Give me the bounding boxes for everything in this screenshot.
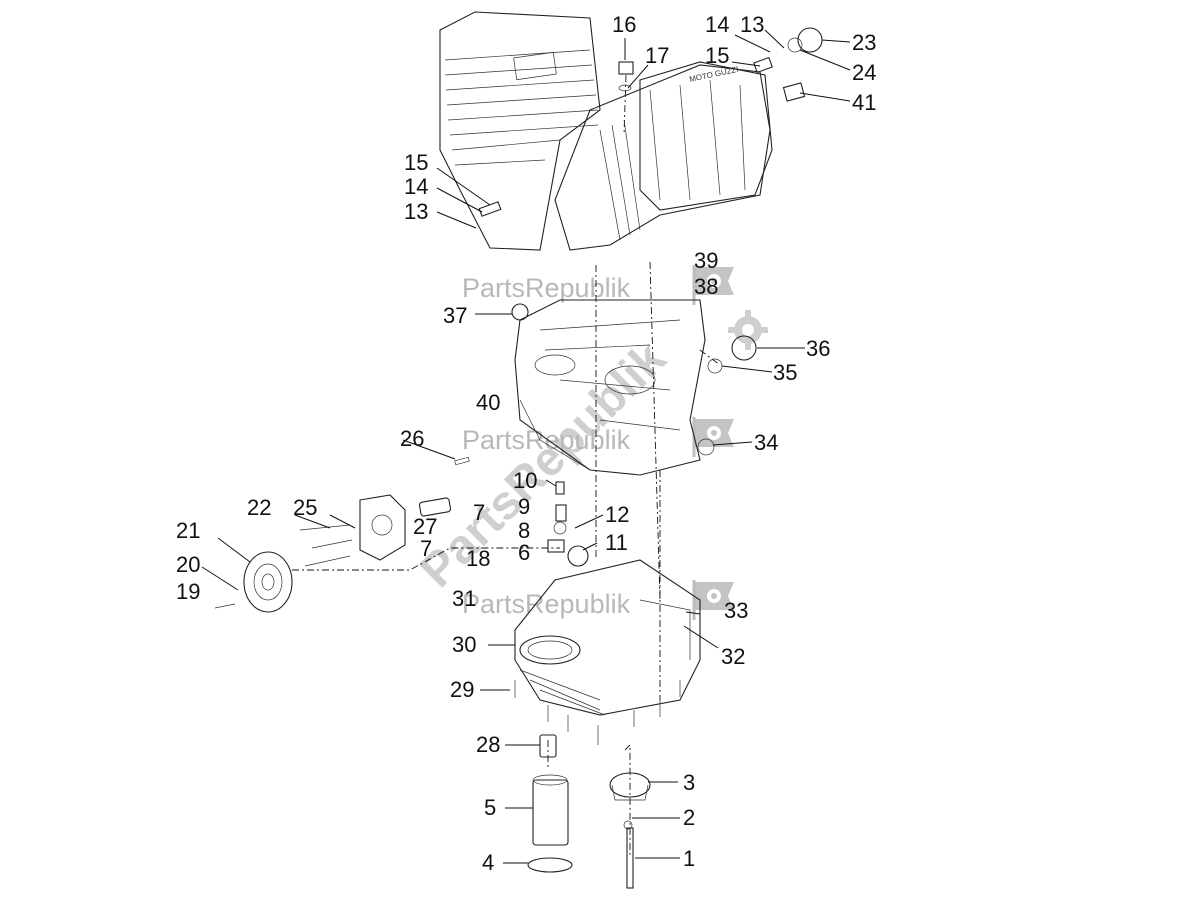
callout-30: 30 [452,632,476,657]
oil-pump [359,494,452,561]
callout-11: 11 [605,530,628,555]
callout-25: 25 [293,495,317,520]
watermark-brand-middle: PartsRepublik [462,425,631,455]
callout-7-lower: 7 [420,536,432,561]
callout-4: 4 [482,850,494,875]
watermark-brand-top: PartsRepublik [462,273,631,303]
callout-8: 8 [518,518,530,543]
callout-7: 7 [473,500,485,525]
callout-3: 3 [683,770,695,795]
callout-41: 41 [852,90,876,115]
watermark-brand-bottom: PartsRepublik [462,589,631,619]
callout-36: 36 [806,336,830,361]
small-hardware [214,27,823,830]
crankcase [514,299,706,476]
callout-labels: 16 17 14 13 15 23 24 41 15 14 13 39 38 3… [176,12,876,875]
gear-icon [728,310,768,350]
gear-flag-icon [692,265,734,305]
callout-26: 26 [400,426,424,451]
pickup-fitting [539,734,557,758]
gear-flag-icon [692,417,734,457]
sprocket [243,551,293,613]
callout-21: 21 [176,518,200,543]
callout-37: 37 [443,303,467,328]
leader-lines [201,29,851,864]
callout-1: 1 [683,846,695,871]
callout-31: 31 [452,586,476,611]
oil-filter [527,774,573,873]
callout-34: 34 [754,430,778,455]
callout-19: 19 [176,579,200,604]
oil-sump [514,559,701,716]
callout-15: 15 [705,43,729,68]
callout-15-left: 15 [404,150,428,175]
callout-20: 20 [176,552,200,577]
callout-13: 13 [740,12,764,37]
callout-24: 24 [852,60,876,85]
watermark-diagonal: PartsRepublik [410,332,676,598]
callout-17: 17 [645,43,669,68]
callout-33: 33 [724,598,748,623]
callout-18: 18 [466,546,490,571]
callout-40: 40 [476,390,500,415]
callout-35: 35 [773,360,797,385]
callout-14-left: 14 [404,174,428,199]
oil-strainer [609,772,651,889]
callout-29: 29 [450,677,474,702]
callout-5: 5 [484,795,496,820]
callout-9: 9 [518,494,530,519]
callout-23: 23 [852,30,876,55]
callout-6: 6 [518,540,530,565]
callout-27: 27 [413,514,437,539]
callout-2: 2 [683,805,695,830]
callout-22: 22 [247,495,271,520]
callout-28: 28 [476,732,500,757]
callout-12: 12 [605,502,629,527]
callout-16: 16 [612,12,636,37]
callout-39: 39 [694,248,718,273]
callout-32: 32 [721,644,745,669]
callout-14: 14 [705,12,729,37]
callout-10: 10 [513,468,537,493]
callout-13-left: 13 [404,199,428,224]
callout-38: 38 [694,274,718,299]
